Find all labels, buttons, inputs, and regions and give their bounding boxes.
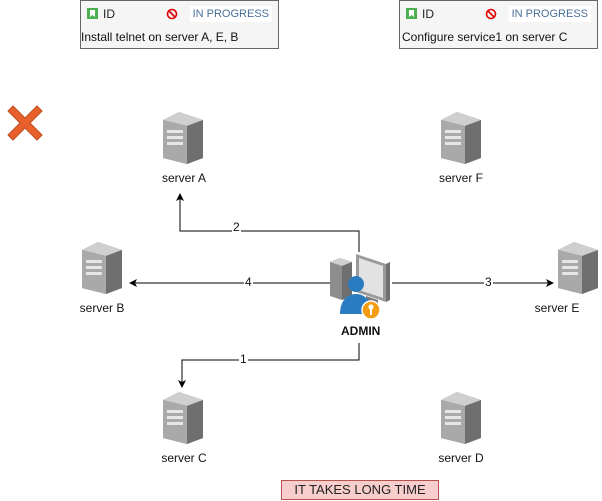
server-label: server A [161,171,206,185]
bookmark-icon [87,8,98,19]
status-badge: IN PROGRESS [508,6,591,22]
server-icon [163,392,203,444]
server-icon [441,112,481,164]
card-description: Install telnet on server A, E, B [81,30,239,44]
edge-to-server-c [178,343,360,388]
edge-label-a: 2 [232,220,241,234]
server-icon [163,112,203,164]
task-card-1[interactable]: ID IN PROGRESS Install telnet on server … [80,0,279,49]
edge-label-e: 3 [484,275,493,289]
server-label: server B [79,301,125,315]
edge-to-server-a [176,193,360,252]
server-icon [82,242,122,294]
priority-blocked-icon [166,8,178,20]
edge-label-b: 4 [244,275,253,289]
server-icon [441,392,481,444]
admin-workstation-icon [330,254,390,320]
card-description: Configure service1 on server C [402,30,568,44]
server-label: server D [438,451,484,465]
server-label: server C [161,451,207,465]
server-label: server E [534,301,580,315]
status-badge: IN PROGRESS [189,6,272,22]
priority-blocked-icon [485,8,497,20]
cross-icon [7,105,43,141]
card-id-label: ID [103,7,115,21]
card-id-label: ID [422,7,434,21]
server-icon [558,242,598,294]
bookmark-icon [406,8,417,19]
server-label: server F [438,171,483,185]
edge-label-c: 1 [239,352,248,366]
admin-label: ADMIN [341,324,381,338]
task-card-2[interactable]: ID IN PROGRESS Configure service1 on ser… [399,0,598,49]
note-box: IT TAKES LONG TIME [281,480,439,500]
